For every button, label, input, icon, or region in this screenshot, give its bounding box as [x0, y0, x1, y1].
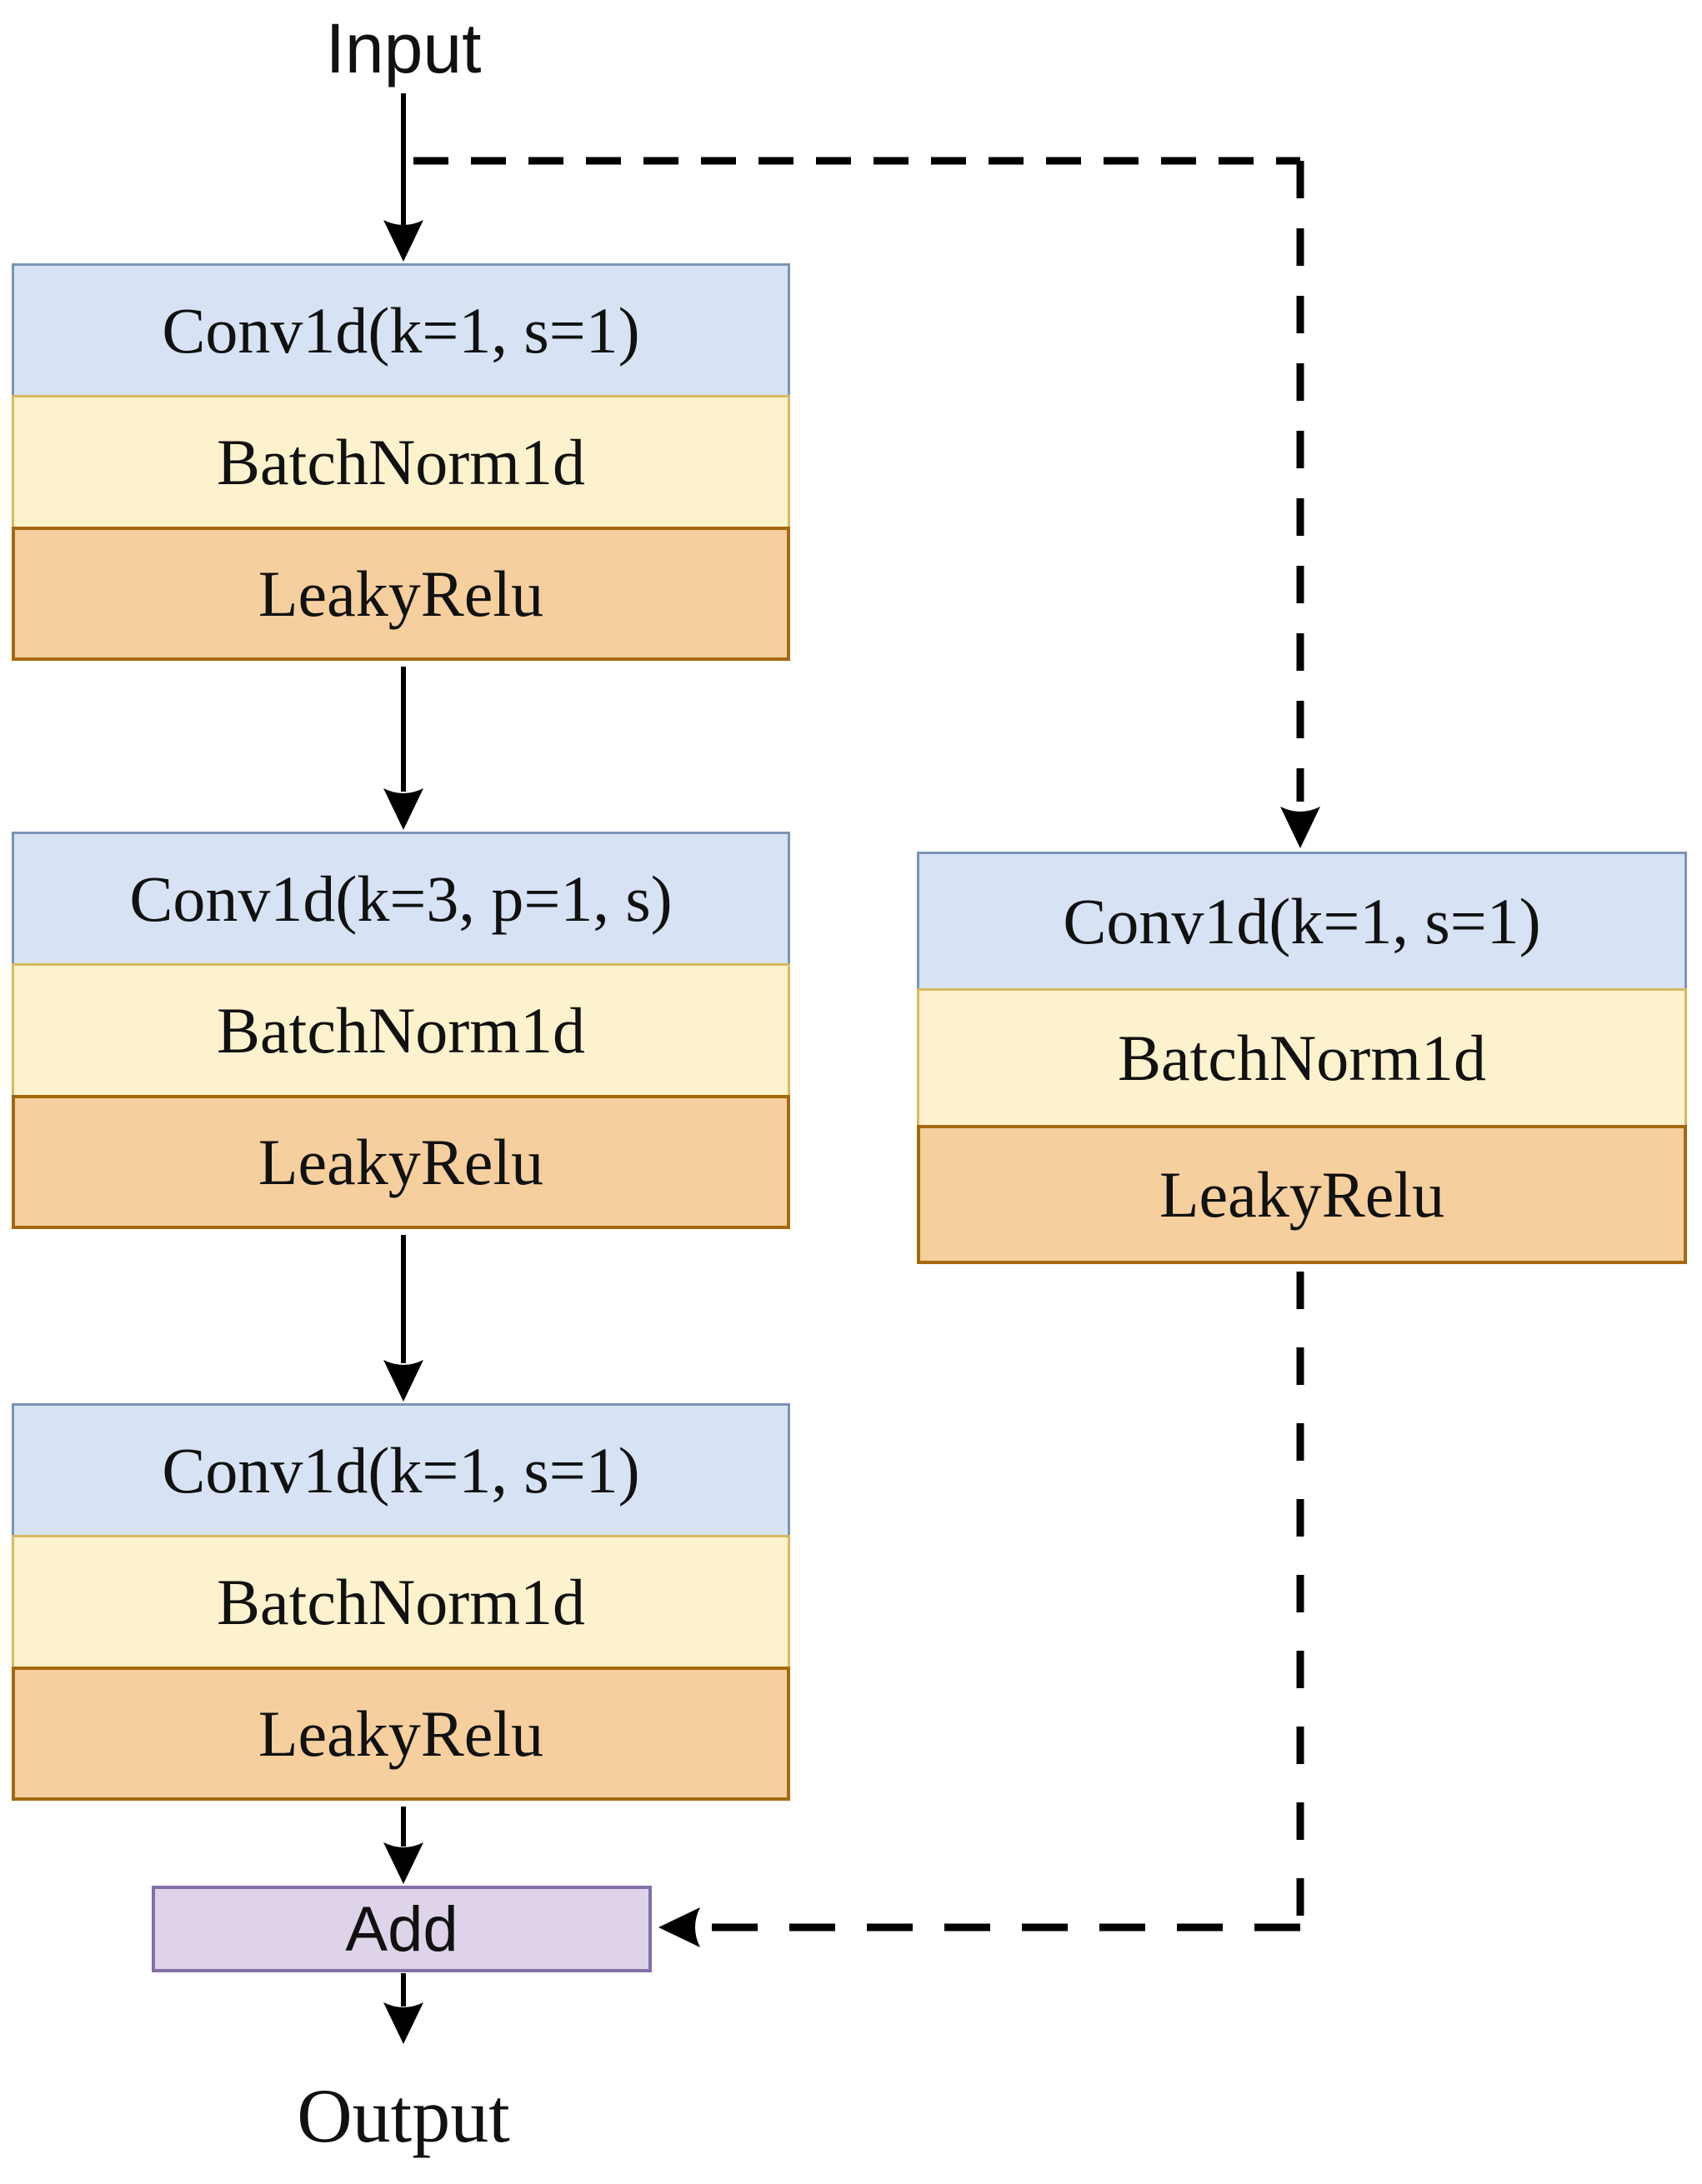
shortcut-batchnorm-layer: BatchNorm1d — [917, 988, 1687, 1127]
output-label: Output — [297, 2073, 510, 2158]
block2-leakyrelu-layer: LeakyRelu — [12, 1095, 790, 1229]
block2-batchnorm-layer: BatchNorm1d — [12, 963, 790, 1097]
arrowhead-down-block3-icon — [383, 1360, 423, 1402]
arrowhead-down-block1-icon — [383, 220, 423, 262]
block3-batchnorm-layer: BatchNorm1d — [12, 1535, 790, 1669]
shortcut-leakyrelu-layer: LeakyRelu — [917, 1125, 1687, 1264]
arrowhead-down-add-icon — [383, 1842, 423, 1884]
arrowhead-down-shortcut-icon — [1280, 807, 1320, 848]
arrowhead-left-add-icon — [658, 1907, 700, 1947]
block1-batchnorm-layer: BatchNorm1d — [12, 395, 790, 529]
block1-leakyrelu-layer: LeakyRelu — [12, 527, 790, 661]
shortcut-block: Conv1d(k=1, s=1) BatchNorm1d LeakyRelu — [917, 852, 1687, 1264]
input-label: Input — [325, 9, 482, 87]
block1-conv-layer: Conv1d(k=1, s=1) — [12, 263, 790, 397]
add-node: Add — [152, 1886, 652, 1972]
block3-leakyrelu-layer: LeakyRelu — [12, 1667, 790, 1801]
main-block-1: Conv1d(k=1, s=1) BatchNorm1d LeakyRelu — [12, 263, 790, 661]
shortcut-conv-layer: Conv1d(k=1, s=1) — [917, 852, 1687, 991]
main-block-2: Conv1d(k=3, p=1, s) BatchNorm1d LeakyRel… — [12, 832, 790, 1229]
main-block-3: Conv1d(k=1, s=1) BatchNorm1d LeakyRelu — [12, 1403, 790, 1801]
arrowhead-down-block2-icon — [383, 788, 423, 830]
block3-conv-layer: Conv1d(k=1, s=1) — [12, 1403, 790, 1537]
arrowhead-down-output-icon — [383, 2002, 423, 2044]
block2-conv-layer: Conv1d(k=3, p=1, s) — [12, 832, 790, 966]
